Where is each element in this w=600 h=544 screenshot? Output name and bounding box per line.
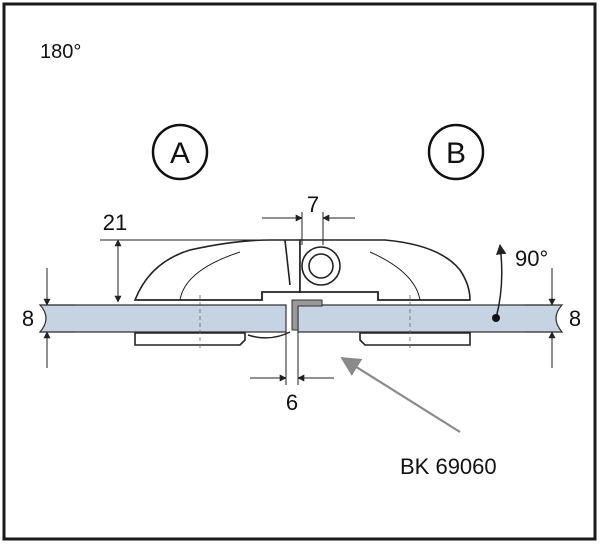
- dimension-8-right: 8: [525, 268, 581, 368]
- side-a-label: A: [170, 137, 190, 170]
- seal-profile: [291, 299, 323, 331]
- dimension-6: 6: [250, 332, 334, 415]
- dimension-6-label: 6: [286, 390, 298, 415]
- angle-label: 180°: [40, 41, 81, 63]
- part-leader-arrow: [340, 356, 461, 433]
- glass-panels: [38, 304, 564, 333]
- side-b-marker: B: [427, 123, 485, 181]
- side-a-marker: A: [151, 123, 209, 181]
- dimension-21: 21: [100, 210, 300, 303]
- glass-panel-left: [38, 304, 287, 333]
- dimension-21-label: 21: [103, 210, 127, 235]
- dimension-8-left-label: 8: [22, 306, 34, 331]
- dimension-7-label: 7: [307, 192, 319, 217]
- rotation-90-indicator: 90°: [492, 243, 548, 322]
- dimension-8-right-label: 8: [569, 306, 581, 331]
- dimension-7: 7: [262, 192, 355, 245]
- part-number-label: BK 69060: [400, 454, 497, 479]
- dimension-8-left: 8: [22, 268, 75, 368]
- clamp-plates: [134, 332, 471, 346]
- side-b-label: B: [446, 137, 466, 170]
- rotation-angle-label: 90°: [515, 246, 548, 271]
- glass-panel-right: [297, 304, 564, 333]
